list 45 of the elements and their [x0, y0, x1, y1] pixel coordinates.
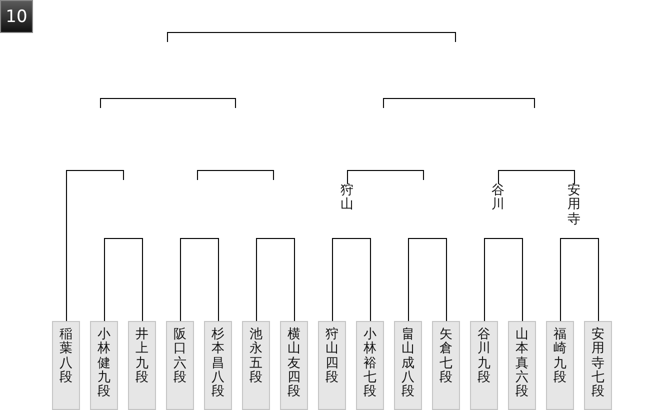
player-name: 畠山成八段	[402, 328, 414, 402]
player-box	[280, 321, 308, 410]
player-name: 杉本昌八段	[212, 328, 224, 402]
player-box	[90, 321, 118, 410]
player-box	[128, 321, 156, 410]
player-box	[546, 321, 574, 410]
player-box	[470, 321, 498, 410]
player-name: 稲葉八段	[60, 328, 72, 387]
player-box	[242, 321, 270, 410]
player-box	[166, 321, 194, 410]
bracket-line	[498, 170, 575, 184]
player-box	[52, 321, 80, 410]
player-box	[356, 321, 384, 410]
round-number: 10	[6, 6, 28, 26]
player-name: 山本真六段	[516, 328, 528, 402]
bracket-line	[408, 238, 447, 322]
bracket-line	[256, 238, 295, 322]
player-name: 阪口六段	[174, 328, 186, 387]
player-name: 安用寺七段	[592, 328, 604, 402]
bracket-line	[104, 238, 143, 322]
player-name: 池永五段	[250, 328, 262, 387]
bracket-line	[66, 170, 124, 322]
player-name: 狩山四段	[326, 328, 338, 387]
bracket-line	[332, 238, 371, 322]
winner-name: 谷川	[492, 184, 504, 214]
player-box	[318, 321, 346, 410]
bracket-line	[347, 170, 424, 184]
winner-name: 安用寺	[568, 184, 580, 229]
player-name: 小林健九段	[98, 328, 110, 402]
winner-name: 狩山	[340, 184, 354, 214]
player-name: 井上九段	[136, 328, 148, 387]
round-number-badge	[0, 0, 33, 33]
bracket-line	[180, 238, 219, 322]
player-box	[394, 321, 422, 410]
player-name: 小林裕七段	[364, 328, 376, 402]
player-box	[204, 321, 232, 410]
bracket-line	[484, 238, 523, 322]
player-box	[584, 321, 612, 410]
player-box	[432, 321, 460, 410]
player-name: 谷川九段	[478, 328, 490, 387]
bracket-line	[560, 238, 599, 322]
player-name: 横山友四段	[288, 328, 300, 402]
player-box	[508, 321, 536, 410]
player-name: 矢倉七段	[440, 328, 452, 387]
player-name: 福崎九段	[554, 328, 566, 387]
